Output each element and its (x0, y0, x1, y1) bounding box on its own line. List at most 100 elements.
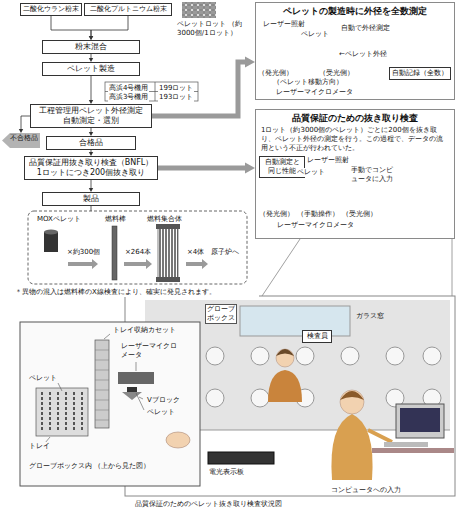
part-label: レーザーマイクロメータ (276, 221, 355, 230)
cassette-slots (95, 350, 109, 420)
inspector-body (268, 370, 302, 402)
part-label: ×4体 (186, 248, 205, 257)
part-label: レーザー照射 (306, 156, 350, 165)
product-group (28, 211, 247, 284)
table-frame (105, 82, 198, 101)
inspector-hair (276, 349, 294, 356)
box-text: 自動測定・選別 (33, 116, 149, 126)
gray-arrow (68, 259, 98, 269)
assembly-top (156, 224, 180, 229)
box-text: 不合格品 (10, 134, 38, 143)
inset-frame (20, 322, 200, 486)
flow-arrows (68, 259, 208, 269)
box-text: 工程管理用ペレット外径測定 (33, 106, 149, 116)
figure-caption: 品質保証のためのペレット抜き取り検査状況図 (135, 500, 455, 508)
pellet-top (44, 230, 58, 235)
part-label: ×264本 (124, 248, 152, 257)
arrow-head (245, 57, 255, 68)
panel-heading: ペレットの製造時に外径を全数測定 (261, 6, 449, 17)
box-text: 検査員 (305, 332, 329, 341)
pellet-body (44, 232, 58, 252)
desk (372, 448, 454, 453)
display-board (208, 452, 274, 464)
connector-line (152, 62, 248, 116)
box-text: 製品 (45, 194, 137, 204)
pc-monitor (396, 404, 444, 438)
connector-line (21, 116, 30, 130)
micrometer-top (118, 372, 154, 384)
box-text: 品質保証用抜き取り検査（BNFL） (27, 158, 155, 168)
connector-line (91, 180, 92, 189)
tray-pellets (42, 392, 82, 432)
part-label: ペレットロット （約3000個/1ロット） (176, 20, 254, 38)
operator-hair (340, 391, 364, 400)
box-text: 1ロットにつき200個抜き取り (27, 168, 155, 178)
process-box: ペレット製造 (42, 62, 140, 76)
box-text: 合格品 (49, 138, 133, 148)
part-label: ペレット (146, 408, 176, 417)
operator-arm (368, 430, 392, 442)
part-label: 自動で外径測定 (340, 24, 391, 33)
part-label: トレイ (28, 442, 51, 451)
part-label: 電光表示板 (208, 468, 245, 477)
zoom-lines (262, 239, 452, 296)
panel-note: 1ロット（約3000個のペレット）ごとに200個を抜き取り、ペレット外径の測定を… (261, 126, 449, 153)
process-box: 粉末混合 (42, 40, 140, 54)
part-label: グローブボックス内 （上から見た図） (28, 462, 193, 471)
part-label: 原子炉へ (210, 248, 240, 257)
inspector-head (276, 349, 294, 367)
part-label: レーザー照射 (262, 20, 306, 29)
part-label: 193ロット (158, 93, 194, 102)
process-box: 二酸化プルトニウム粉末 (84, 3, 172, 16)
reject-arrow: 不合格品 (2, 133, 40, 148)
process-arrow (158, 163, 255, 174)
part-label: ペレット (28, 374, 58, 383)
part-label: （手動操作） (296, 210, 340, 219)
pellet-pile (182, 2, 216, 18)
box-text: 自動記録（全数） (392, 69, 448, 78)
arrow-head (245, 163, 255, 174)
part-label: 高浜4号機用 (108, 84, 149, 93)
pellet-on-block (127, 387, 137, 392)
arrow-head (19, 129, 23, 133)
assembly-bottom (156, 277, 180, 282)
part-label: 高浜3号機用 (108, 93, 149, 102)
part-label: コンピュータへの入力 (330, 486, 402, 495)
part-label: ガラス窓 (355, 312, 385, 321)
part-label: グローブボックス (205, 304, 237, 324)
keyboard (384, 442, 428, 447)
box-text: 二酸化プルトニウム粉末 (87, 5, 169, 14)
pc-screen (400, 408, 440, 432)
box-text: 二酸化ウラン粉末 (23, 5, 79, 14)
part-label: レーザーマイクロメータ (120, 342, 180, 360)
tray-cassette (95, 340, 109, 428)
part-label: （ペレット移動方向） (272, 78, 344, 87)
gray-arrow (124, 259, 152, 269)
gray-arrow (186, 259, 208, 269)
process-box: 自動記録（全数） (389, 67, 451, 80)
operator-body (331, 414, 372, 480)
part-label: MOXペレット (36, 215, 82, 224)
process-box: 検査員 (302, 330, 332, 343)
process-box: 品質保証用抜き取り検査（BNFL）1ロットにつき200個抜き取り (24, 156, 158, 180)
part-label: トレイ収納カセット (112, 326, 177, 335)
glove-ports (206, 347, 441, 407)
part-label: 燃料棒 (104, 215, 127, 224)
process-box: 合格品 (46, 136, 136, 150)
part-label: （受光側） (318, 69, 355, 78)
part-label: ペレット (296, 168, 326, 177)
glove-hand (166, 432, 190, 448)
connector-line (51, 16, 91, 37)
glovebox-inset (20, 322, 200, 486)
part-label: 199ロット (158, 84, 194, 93)
box-text: ペレット製造 (45, 64, 137, 74)
arrow-fill (2, 133, 40, 148)
connector-line (91, 16, 128, 37)
flow-connector (89, 180, 93, 192)
tray (36, 388, 88, 436)
flow-connector (19, 116, 30, 133)
box-text: 粉末混合 (45, 42, 137, 52)
flow-connector (89, 54, 93, 62)
mox-pellet (44, 230, 58, 253)
